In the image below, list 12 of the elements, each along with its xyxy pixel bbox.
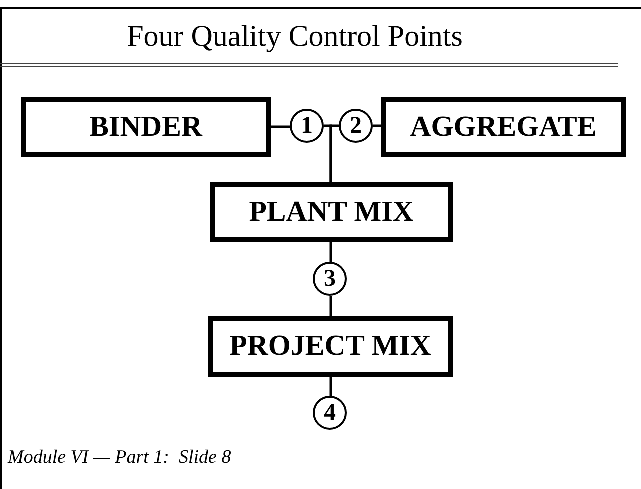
footer-note: Module VI — Part 1: Slide 8	[8, 446, 232, 470]
connector-line	[271, 126, 290, 128]
connector-line	[330, 377, 332, 396]
connector-line	[373, 124, 381, 128]
slide-title: Four Quality Control Points	[126, 19, 464, 55]
connector-line	[330, 296, 332, 316]
stage-box: PLANT MIX	[210, 182, 453, 242]
connector-line	[330, 124, 339, 182]
stage-box: BINDER	[21, 97, 271, 157]
connector-line	[330, 242, 332, 262]
stage-box: AGGREGATE	[381, 97, 626, 157]
stage-box: PROJECT MIX	[208, 316, 453, 377]
